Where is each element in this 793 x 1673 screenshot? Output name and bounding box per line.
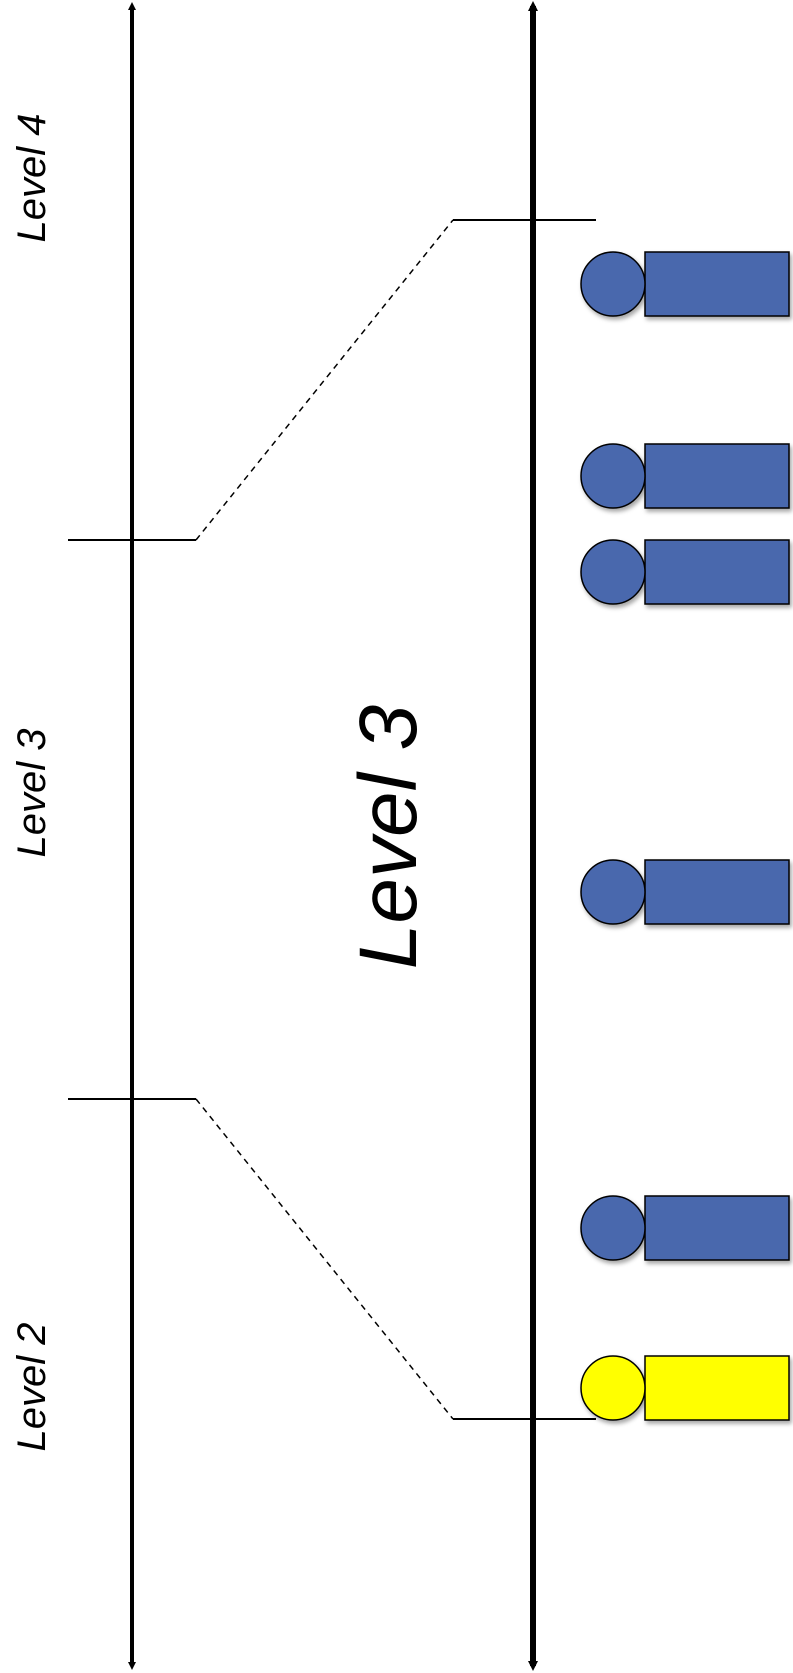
person-figure-blue bbox=[580, 859, 790, 925]
person-body bbox=[644, 1195, 790, 1261]
person-figure-yellow bbox=[580, 1355, 790, 1421]
person-head bbox=[580, 1355, 646, 1421]
person-head bbox=[580, 1195, 646, 1261]
person-head bbox=[580, 251, 646, 317]
person-body bbox=[644, 443, 790, 509]
lower-dashed-connector bbox=[195, 1098, 454, 1420]
person-figure-blue bbox=[580, 1195, 790, 1261]
left-label-level-3: Level 3 bbox=[10, 729, 54, 858]
person-body bbox=[644, 859, 790, 925]
person-head bbox=[580, 859, 646, 925]
figure-group bbox=[580, 251, 790, 1421]
person-figure-blue bbox=[580, 251, 790, 317]
left-label-level-4: Level 4 bbox=[10, 114, 54, 243]
upper-dashed-connector bbox=[195, 219, 454, 541]
person-figure-blue bbox=[580, 539, 790, 605]
person-body bbox=[644, 251, 790, 317]
person-body bbox=[644, 1355, 790, 1421]
center-label-level-3: Level 3 bbox=[343, 705, 434, 969]
person-figure-blue bbox=[580, 443, 790, 509]
left-label-level-2: Level 2 bbox=[10, 1323, 54, 1452]
person-body bbox=[644, 539, 790, 605]
person-head bbox=[580, 539, 646, 605]
person-head bbox=[580, 443, 646, 509]
